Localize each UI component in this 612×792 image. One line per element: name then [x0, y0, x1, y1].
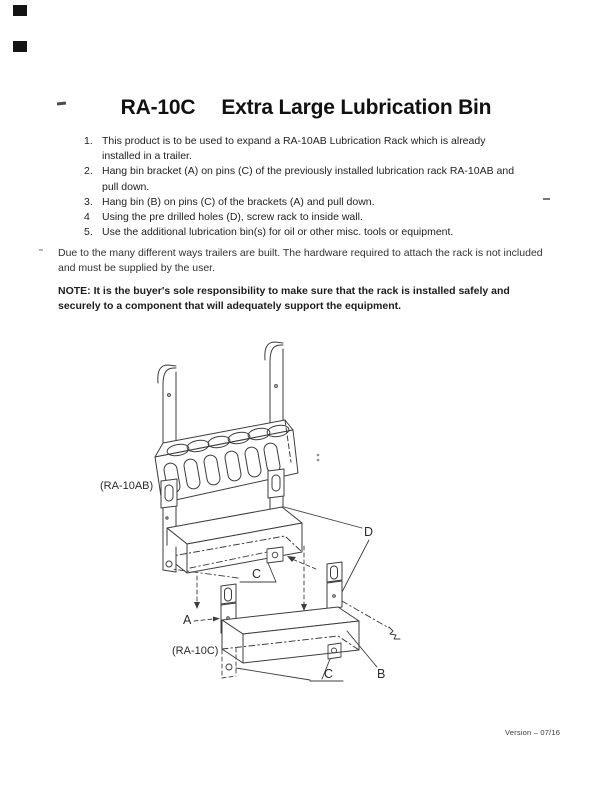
lower-bin-drawing — [221, 606, 360, 664]
upper-tray-drawing — [166, 506, 303, 574]
instruction-item: 3. Hang bin (B) on pins (C) of the brack… — [84, 195, 556, 210]
scan-artifact-corner-mark — [13, 41, 27, 52]
label-part-b: B — [377, 667, 385, 681]
leader-line-b — [346, 630, 378, 668]
left-rail-bottom-tab-drawing — [162, 544, 177, 573]
bracket-a-left-drawing — [220, 583, 237, 634]
instruction-text: Hang bin bracket (A) on pins (C) of the … — [102, 165, 515, 193]
hidden-bracket-bottom-drawing — [221, 647, 237, 679]
scan-artifact-dash — [543, 198, 550, 200]
page-title: RA-10C Extra Large Lubrication Bin — [0, 96, 612, 120]
instruction-item: 2. Hang bin bracket (A) on pins (C) of t… — [84, 164, 556, 194]
label-ra10c: (RA-10C) — [172, 645, 218, 657]
instruction-text: Using the pre drilled holes (D), screw r… — [102, 211, 363, 224]
bottle-rack-drawing — [154, 419, 299, 504]
note-paragraph: NOTE: It is the buyer's sole responsibil… — [58, 285, 510, 313]
instruction-list: 1. This product is to be used to expand … — [84, 134, 556, 240]
leader-lines-d — [283, 506, 401, 640]
instruction-item: 5. Use the additional lubrication bin(s)… — [84, 225, 556, 240]
instruction-item: 1. This product is to be used to expand … — [84, 134, 556, 164]
instruction-number: 5. — [84, 226, 93, 239]
label-part-a: A — [183, 613, 192, 627]
disclaimer-paragraph: Due to the many different ways trailers … — [58, 247, 543, 275]
instruction-number: 2. — [84, 165, 93, 178]
rail-pin-plates-drawing — [160, 468, 285, 509]
drop-arrows-drawing — [194, 545, 307, 611]
instruction-number: 3. — [84, 195, 93, 208]
label-part-c-upper: C — [252, 567, 261, 581]
scribble-mark — [388, 626, 401, 640]
version-stamp: Version – 07/16 — [505, 728, 561, 737]
instruction-number: 4 — [84, 211, 90, 224]
instruction-text: Hang bin (B) on pins (C) of the brackets… — [102, 195, 375, 208]
instruction-text: Use the additional lubrication bin(s) fo… — [102, 226, 454, 239]
lower-c-callout-drawing — [235, 642, 344, 682]
bracket-a-right-drawing — [326, 561, 343, 610]
instruction-number: 1. — [84, 135, 93, 147]
scan-speck — [316, 453, 320, 462]
assembly-diagram: (RA-10AB) (RA-10C) A B C C D — [90, 335, 510, 695]
label-part-d: D — [364, 525, 373, 539]
title-product-name: Extra Large Lubrication Bin — [221, 96, 492, 119]
scan-artifact-dot — [39, 249, 43, 251]
arrow-a-drawing — [193, 616, 220, 622]
scan-artifact-corner-mark — [13, 5, 27, 16]
label-ra10ab: (RA-10AB) — [100, 480, 153, 492]
instruction-text: This product is to be used to expand a R… — [102, 135, 486, 163]
label-part-c-lower: C — [324, 667, 333, 681]
title-model-number: RA-10C — [120, 96, 196, 119]
upper-c-callout-drawing — [171, 546, 317, 583]
instruction-item: 4 Using the pre drilled holes (D), screw… — [84, 210, 556, 225]
